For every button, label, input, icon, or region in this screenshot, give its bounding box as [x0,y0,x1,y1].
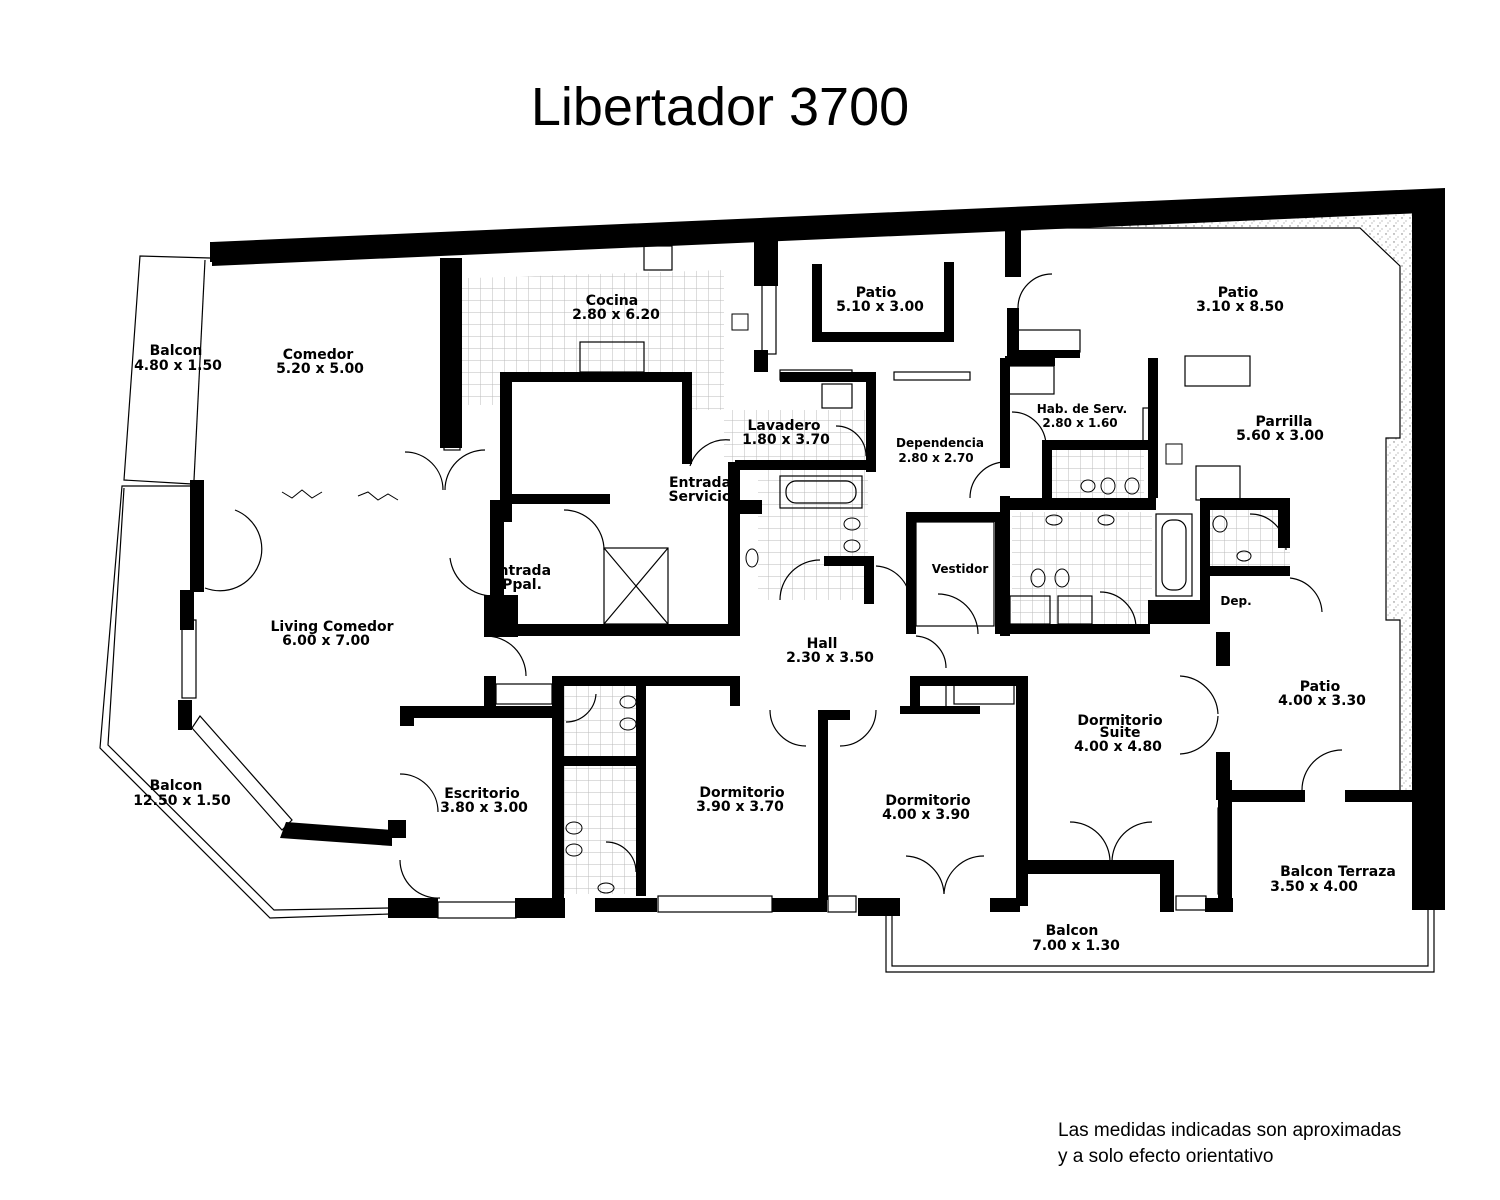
room-dims: 4.00 x 4.80 [1074,739,1162,755]
room-name: Escritorio [444,786,520,802]
room-dims: 1.80 x 3.70 [742,432,830,448]
room-name: Vestidor [932,562,989,576]
room-subname: Suite [1099,725,1140,741]
room-name: Patio [1300,679,1341,695]
exterior-walls [178,188,1445,918]
room-dims: 2.80 x 6.20 [572,307,660,323]
room-name: Living Comedor [270,619,393,635]
room-name: Dormitorio [1077,713,1163,729]
room-dims: 2.80 x 2.70 [898,451,973,465]
disclaimer-line: y a solo efecto orientativo [1058,1146,1274,1167]
room-name: Dormitorio [885,793,971,809]
interior-walls [400,225,1415,906]
room-dims: 6.00 x 7.00 [282,633,370,649]
room-name: Patio [1218,285,1259,301]
balcony-outlines [99,227,1435,973]
room-dims: 4.80 x 1.50 [134,358,222,374]
room-dims: 4.00 x 3.30 [1278,693,1366,709]
room-dims: 2.80 x 1.60 [1042,416,1117,430]
room-dims: 5.60 x 3.00 [1236,428,1324,444]
room-dims: 3.50 x 4.00 [1270,879,1358,895]
room-dims: Ppal. [502,577,542,593]
room-name: Balcon [1046,923,1099,939]
room-name: Cocina [586,293,638,309]
door-swings [204,273,1343,899]
room-name: Balcon [150,343,203,359]
disclaimer-note: Las medidas indicadas son aproximadas y … [1058,1118,1401,1170]
room-name: Entrada [669,475,731,491]
room-dims: Servicio [668,489,732,505]
room-labels: Balcon 4.80 x 1.50 Comedor 5.20 x 5.00 C… [133,285,1396,954]
room-name: Lavadero [748,418,821,434]
room-dims: 3.10 x 8.50 [1196,299,1284,315]
room-dims: 3.90 x 3.70 [696,799,784,815]
room-name: Parrilla [1256,414,1313,430]
tiled-floors [462,270,1290,894]
room-name: Patio [856,285,897,301]
room-name: Hall [807,636,838,652]
room-dims: 3.80 x 3.00 [440,800,528,816]
room-dims: 5.20 x 5.00 [276,361,364,377]
room-name: Comedor [283,347,354,363]
room-dims: 4.00 x 3.90 [882,807,970,823]
room-dims: 5.10 x 3.00 [836,299,924,315]
room-name: Hab. de Serv. [1037,402,1127,416]
room-dims: 2.30 x 3.50 [786,650,874,666]
disclaimer-line: Las medidas indicadas son aproximadas [1058,1120,1402,1141]
plan-title: Libertador 3700 [530,77,910,137]
room-dims: 12.50 x 1.50 [133,793,231,809]
room-name: Entrada [489,563,551,579]
room-name: Dormitorio [699,785,785,801]
room-name: Dep. [1220,594,1251,608]
room-name: Dependencia [896,436,984,450]
room-dims: 7.00 x 1.30 [1032,938,1120,954]
room-name: Balcon [150,778,203,794]
room-name: Balcon Terraza [1280,864,1396,880]
fixtures [281,313,1252,894]
